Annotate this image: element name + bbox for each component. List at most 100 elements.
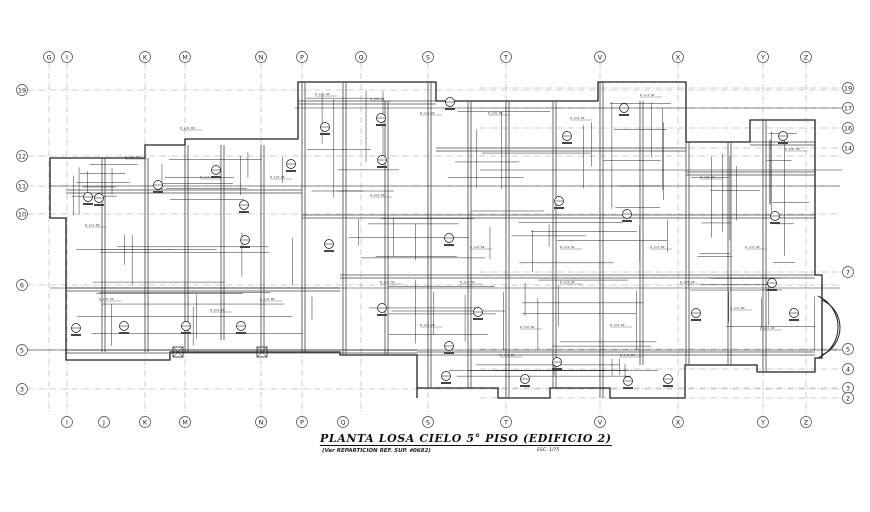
grid-bubble-top: Y xyxy=(757,51,769,63)
rebar-annotations: 8 L=6.00 8 L=4.50 8 L=3.60 8 L=2.40 8 L=5.20… xyxy=(85,92,807,358)
grid-bubble-right: 5 xyxy=(842,343,854,355)
grid-bubble-top: X xyxy=(672,51,684,63)
stair-box xyxy=(172,346,184,358)
slab-perimeter xyxy=(49,81,823,399)
slab-mark-tag xyxy=(562,142,572,144)
grid-bubble-label: 19 xyxy=(18,86,26,94)
rebar-annotation: 8 L=5.20 xyxy=(620,353,635,357)
grid-bubble-circle xyxy=(842,266,854,278)
slab-mark-tag xyxy=(94,204,104,206)
slab-mark-tag xyxy=(71,334,81,336)
grid-bubble-label: S xyxy=(426,418,430,426)
grid-bubble-label: I xyxy=(66,418,68,426)
slab-mark xyxy=(444,341,454,354)
rebar-annotation: 8 L=2.40 xyxy=(760,326,775,330)
curved-balcony xyxy=(821,299,841,356)
grid-bubble-label: 10 xyxy=(18,210,26,218)
slab-mark xyxy=(239,200,249,213)
grid-bubble-right: 17 xyxy=(842,102,854,114)
slab-mark-tag xyxy=(622,220,632,222)
grid-bubble-circle xyxy=(672,51,684,63)
rebar-annotation: 8 L=4.50 xyxy=(570,116,585,120)
grid-bubble-circle xyxy=(842,122,854,134)
grid-bubble-top: I xyxy=(61,51,73,63)
slab-mark-tag xyxy=(520,385,530,387)
slab-mark xyxy=(622,209,632,222)
grid-bubble-label: T xyxy=(503,418,508,426)
grid-bubble-left: 12 xyxy=(16,150,28,162)
grid-bubble-circle xyxy=(296,416,308,428)
curved-balcony-outer xyxy=(817,295,839,359)
slab-mark xyxy=(691,308,701,321)
rebar-annotation: 8 L=2.40 xyxy=(745,245,760,249)
rebar-annotation: 8 L=3.60 xyxy=(730,306,745,310)
grid-bubble-bottom: Z xyxy=(800,416,812,428)
grid-bubble-bottom: V xyxy=(594,416,606,428)
grid-bubble-label: 3 xyxy=(846,384,850,392)
slab-mark xyxy=(324,239,334,252)
slab-mark-tag xyxy=(377,166,387,168)
rebar-annotation: 8 L=6.00 xyxy=(180,126,195,130)
grid-bubble-bottom: X xyxy=(672,416,684,428)
rebar-annotation: 8 L=3.60 xyxy=(85,223,100,227)
grid-bubble-left: 3 xyxy=(16,383,28,395)
stair-box-outline xyxy=(172,346,184,358)
drawing-scale: ESC. 1/75 xyxy=(537,448,560,453)
grid-bubble-label: N xyxy=(259,53,264,61)
grid-bubble-bottom: J xyxy=(98,416,110,428)
rebar-annotation: 8 L=4.50 xyxy=(610,323,625,327)
grid-bubble-circle xyxy=(16,180,28,192)
rebar-annotation: 8 L=6.00 xyxy=(488,111,503,115)
slab-mark xyxy=(552,357,562,370)
slab-mark-tag xyxy=(663,385,673,387)
grid-bubble-circle xyxy=(337,416,349,428)
slab-mark-tag xyxy=(619,114,629,116)
slab-mark-tag xyxy=(552,368,562,370)
grid-bubble-circle xyxy=(355,51,367,63)
grid-bubble-bottom: K xyxy=(139,416,151,428)
slab-mark-tag xyxy=(181,332,191,334)
grid-bubble-bottom: Q xyxy=(337,416,349,428)
grid-bubble-circle xyxy=(842,343,854,355)
rebar-annotation: 8 L=5.20 xyxy=(370,97,385,101)
grid-bubble-label: K xyxy=(143,418,148,426)
grid-bubble-circle xyxy=(139,416,151,428)
rebar-annotation: 8 L=4.20 xyxy=(210,308,225,312)
slab-mark xyxy=(377,155,387,168)
grid-bubble-circle xyxy=(842,82,854,94)
grid-bubble-top: M xyxy=(179,51,191,63)
grid-bubble-circle xyxy=(422,51,434,63)
grid-bubble-circle xyxy=(672,416,684,428)
grid-bubble-label: X xyxy=(676,418,681,426)
grid-bubble-circle xyxy=(500,51,512,63)
stair-box xyxy=(256,346,268,358)
grid-bubble-label: S xyxy=(426,53,430,61)
rebar-annotation: 8 L=2.40 xyxy=(200,175,215,179)
grid-bubble-circle xyxy=(16,208,28,220)
slab-mark xyxy=(441,371,451,384)
grid-bubble-circle xyxy=(43,51,55,63)
slab-mark-tag xyxy=(473,318,483,320)
grid-bubble-circle xyxy=(800,51,812,63)
grid-bubble-label: Y xyxy=(760,53,765,61)
rebar-annotation: 8 L=4.20 xyxy=(500,353,515,357)
slab-mark xyxy=(663,374,673,387)
grid-bubble-circle xyxy=(179,51,191,63)
slab-mark-tag xyxy=(444,244,454,246)
grid-bubble-circle xyxy=(61,416,73,428)
rebar-annotation: 8 L=4.50 xyxy=(560,245,575,249)
rebar-annotation: 8 L=3.60 xyxy=(460,280,475,284)
grid-bubble-circle xyxy=(842,142,854,154)
stair-box-cross xyxy=(256,346,268,358)
slab-mark-tag xyxy=(324,250,334,252)
grid-bubble-bottom: P xyxy=(296,416,308,428)
grid-bubble-label: 5 xyxy=(20,346,24,354)
slab-mark-tag xyxy=(320,133,330,135)
slab-mark-tag xyxy=(441,382,451,384)
slab-mark-tag xyxy=(211,176,221,178)
grid-bubble-right: 16 xyxy=(842,122,854,134)
rebar-annotation: 8 L=2.40 xyxy=(560,280,575,284)
grid-bubble-left: 19 xyxy=(16,84,28,96)
grid-bubble-circle xyxy=(139,51,151,63)
slab-mark-tag xyxy=(286,170,296,172)
